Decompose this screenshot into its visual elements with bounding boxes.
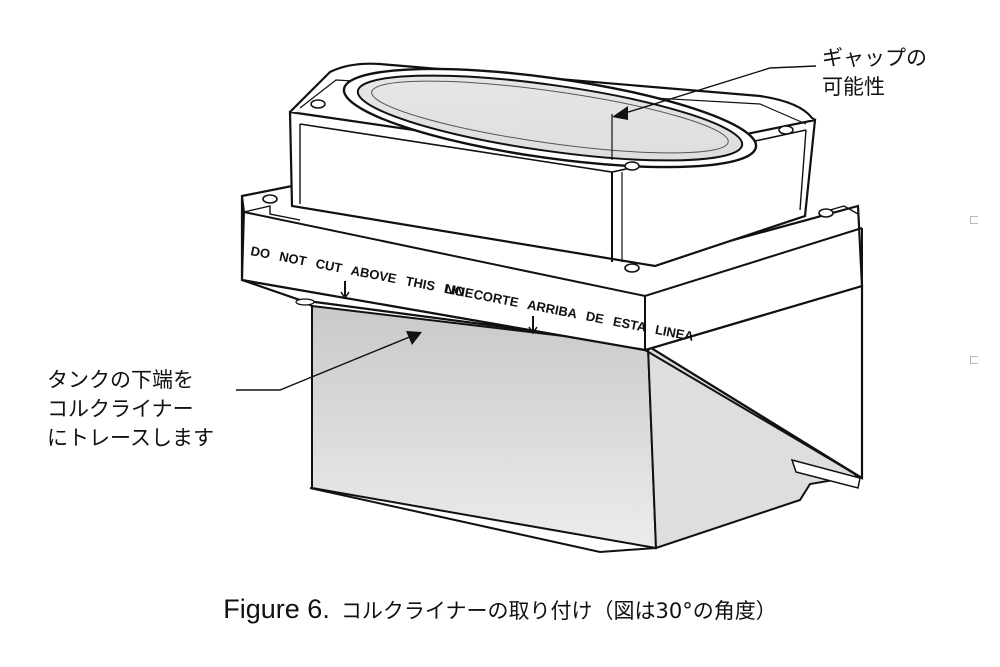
page-edge-mark	[970, 356, 978, 364]
figure-label: Figure 6.	[223, 594, 330, 624]
trace-leader-line	[236, 331, 422, 391]
cut-line-arrow	[340, 281, 350, 300]
callout-line: タンクの下端を	[47, 368, 194, 392]
cork-liner	[309, 304, 861, 554]
callout-line: コルクライナー	[47, 397, 194, 421]
flange-bolt-hole	[818, 208, 834, 218]
gap-possibility-callout: ギャップの 可能性	[822, 44, 927, 102]
flange-bolt-hole	[624, 263, 640, 273]
page-edge-mark	[970, 216, 978, 224]
top-bolt-hole	[624, 161, 640, 171]
figure-caption-text: コルクライナーの取り付け（図は30°の角度）	[340, 599, 777, 623]
top-bolt-hole	[310, 99, 326, 109]
trace-tank-bottom-callout: タンクの下端を コルクライナー にトレースします	[47, 366, 214, 453]
callout-line: 可能性	[822, 75, 885, 99]
cut-line-arrow	[528, 316, 538, 335]
top-bolt-hole	[778, 125, 794, 135]
gap-leader-line	[611, 65, 817, 160]
callout-line: にトレースします	[47, 426, 214, 450]
oval-opening	[310, 67, 794, 171]
figure-caption: Figure 6. コルクライナーの取り付け（図は30°の角度）	[0, 594, 1000, 625]
flange-bolt-hole	[262, 194, 278, 204]
callout-line: ギャップの	[822, 46, 927, 70]
